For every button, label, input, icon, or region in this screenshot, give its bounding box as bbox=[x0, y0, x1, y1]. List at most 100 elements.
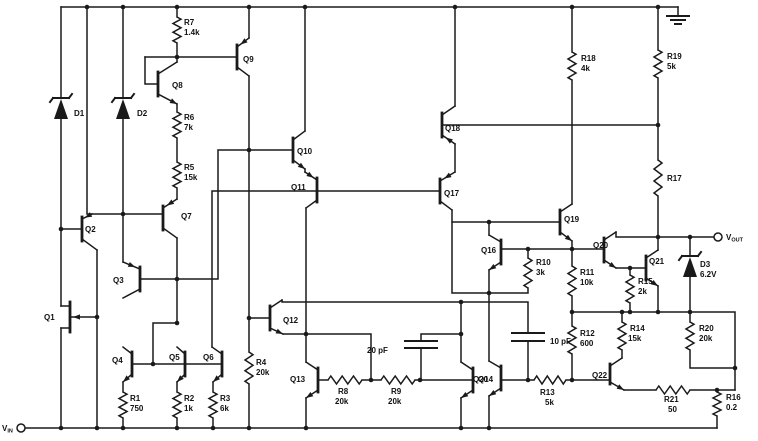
r3-value: 6k bbox=[220, 404, 229, 413]
c1-capacitor: 20 pF bbox=[367, 340, 438, 355]
r11-label: R11 bbox=[580, 268, 595, 277]
q22-label: Q22 bbox=[592, 371, 608, 380]
r8-label: R8 bbox=[338, 387, 349, 396]
r7-resistor: R71.4k bbox=[171, 16, 200, 44]
vout-terminal: VOUT bbox=[713, 232, 744, 244]
q10-label: Q10 bbox=[297, 147, 313, 156]
q12-label: Q12 bbox=[283, 316, 299, 325]
q12-transistor bbox=[268, 298, 284, 335]
r14-label: R14 bbox=[630, 324, 645, 333]
r17-resistor: R17 bbox=[652, 159, 682, 197]
r21-label: R21 bbox=[664, 395, 679, 404]
q4-transistor bbox=[121, 345, 134, 384]
q18-transistor bbox=[440, 104, 457, 146]
q16-transistor bbox=[487, 233, 503, 272]
q20_bottom-transistor bbox=[487, 359, 503, 398]
q1-label: Q1 bbox=[44, 313, 55, 322]
r12-value: 600 bbox=[580, 339, 594, 348]
r4-label: R4 bbox=[256, 358, 267, 367]
c2-capacitor: 10 pF bbox=[511, 332, 571, 346]
r14-value: 15k bbox=[628, 334, 642, 343]
q20_top-label: Q20 bbox=[593, 241, 609, 250]
q5-label: Q5 bbox=[169, 353, 180, 362]
d3-label: D3 bbox=[700, 260, 711, 269]
r10-value: 3k bbox=[536, 268, 545, 277]
r11-value: 10k bbox=[580, 278, 594, 287]
ground-icon bbox=[666, 15, 690, 25]
q22-transistor bbox=[608, 356, 626, 392]
q14-transistor bbox=[459, 360, 475, 400]
q6-label: Q6 bbox=[203, 353, 214, 362]
r21-value: 50 bbox=[668, 405, 677, 414]
vout-label: VOUT bbox=[726, 233, 744, 244]
r2-value: 1k bbox=[184, 404, 193, 413]
q9-transistor bbox=[235, 36, 251, 78]
d1-label: D1 bbox=[74, 109, 85, 118]
r10-label: R10 bbox=[536, 258, 551, 267]
r6-label: R6 bbox=[184, 113, 195, 122]
r5-label: R5 bbox=[184, 163, 195, 172]
r1-label: R1 bbox=[130, 394, 141, 403]
r17-label: R17 bbox=[667, 174, 682, 183]
q13-label: Q13 bbox=[290, 375, 306, 384]
r20-label: R20 bbox=[699, 324, 714, 333]
q21-label: Q21 bbox=[649, 257, 665, 266]
vin-label: VIN bbox=[2, 424, 13, 435]
q5-transistor bbox=[175, 345, 187, 384]
junction-dots bbox=[58, 4, 738, 431]
q21-transistor bbox=[644, 248, 660, 288]
q4-label: Q4 bbox=[112, 356, 123, 365]
c2-value: 10 pF bbox=[550, 337, 571, 346]
r5-value: 15k bbox=[184, 173, 198, 182]
vin-terminal: VIN bbox=[2, 423, 26, 435]
d3-zener-diode: D36.2V bbox=[677, 250, 717, 279]
r15-label: R15 bbox=[638, 277, 653, 286]
q14-label: Q14 bbox=[478, 375, 494, 384]
q2-transistor bbox=[80, 212, 99, 252]
r12-label: R12 bbox=[580, 329, 595, 338]
d2-zener-diode: D2 bbox=[110, 92, 148, 119]
q19-label: Q19 bbox=[564, 215, 580, 224]
q10-transistor bbox=[291, 129, 307, 171]
r15-value: 2k bbox=[638, 287, 647, 296]
q2-label: Q2 bbox=[85, 225, 96, 234]
q1-jfet bbox=[60, 300, 80, 334]
r6-value: 7k bbox=[184, 123, 193, 132]
q17-label: Q17 bbox=[444, 189, 460, 198]
r8-value: 20k bbox=[335, 397, 349, 406]
r18-value: 4k bbox=[581, 64, 590, 73]
d3-value: 6.2V bbox=[700, 270, 717, 279]
r20-value: 20k bbox=[699, 334, 713, 343]
r9-value: 20k bbox=[388, 397, 402, 406]
q11-transistor bbox=[303, 170, 319, 210]
q13-transistor bbox=[304, 360, 320, 400]
r13-label: R13 bbox=[540, 388, 555, 397]
q3-transistor bbox=[121, 261, 142, 300]
r16-label: R16 bbox=[726, 393, 741, 402]
q7-transistor bbox=[161, 197, 179, 240]
c1-value: 20 pF bbox=[367, 346, 388, 355]
d2-label: D2 bbox=[137, 109, 148, 118]
r3-label: R3 bbox=[220, 394, 231, 403]
q19-transistor bbox=[558, 202, 574, 243]
q18-label: Q18 bbox=[445, 124, 461, 133]
q7-label: Q7 bbox=[181, 212, 192, 221]
q16-label: Q16 bbox=[481, 246, 497, 255]
r1-value: 750 bbox=[130, 404, 144, 413]
